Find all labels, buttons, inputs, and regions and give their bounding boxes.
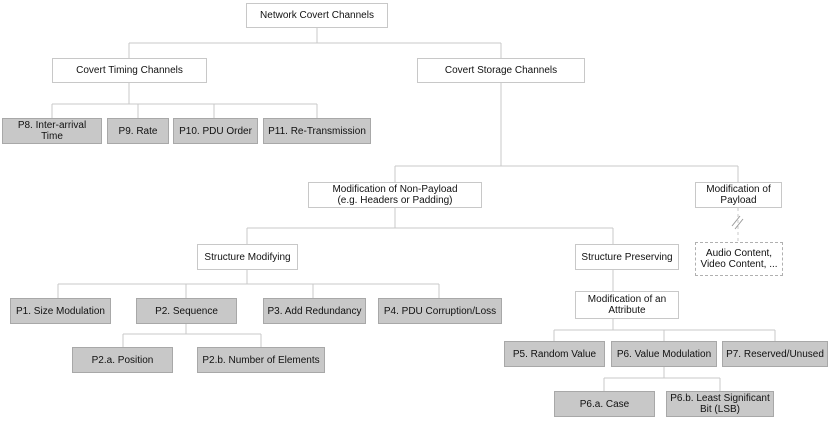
node-label-line2: (e.g. Headers or Padding) xyxy=(337,195,453,206)
node-covert-timing-channels: Covert Timing Channels xyxy=(52,58,207,83)
node-label-line1: Modification of xyxy=(706,184,771,195)
node-label-line2: Bit (LSB) xyxy=(699,404,740,415)
node-label: P10. PDU Order xyxy=(179,125,252,137)
node-label-line2: Attribute xyxy=(608,305,646,316)
node-structure-modifying: Structure Modifying xyxy=(197,244,298,270)
node-label-line2: Video Content, ... xyxy=(700,259,778,270)
node-label: P1. Size Modulation xyxy=(16,305,105,317)
node-label-line1: Audio Content, xyxy=(705,248,773,259)
leaf-p7-reserved-unused: P7. Reserved/Unused xyxy=(722,341,828,367)
leaf-p1-size-modulation: P1. Size Modulation xyxy=(10,298,111,324)
node-label: P11. Re-Transmission xyxy=(268,125,366,137)
node-label-line1: P6.b. Least Significant xyxy=(670,393,770,404)
leaf-p2-sequence: P2. Sequence xyxy=(136,298,237,324)
node-label-line1: Modification of Non-Payload xyxy=(332,184,458,195)
node-label: Network Covert Channels xyxy=(260,10,374,21)
leaf-p6-value-modulation: P6. Value Modulation xyxy=(611,341,717,367)
node-label: Covert Storage Channels xyxy=(444,65,558,76)
node-label: P8. Inter-arrival Time xyxy=(17,120,87,142)
leaf-p9-rate: P9. Rate xyxy=(107,118,169,144)
node-network-covert-channels: Network Covert Channels xyxy=(246,3,388,28)
node-structure-preserving: Structure Preserving xyxy=(575,244,679,270)
leaf-p5-random-value: P5. Random Value xyxy=(504,341,605,367)
node-label: P7. Reserved/Unused xyxy=(726,348,824,360)
leaf-p3-add-redundancy: P3. Add Redundancy xyxy=(263,298,366,324)
node-modification-of-non-payload: Modification of Non-Payload (e.g. Header… xyxy=(308,182,482,208)
leaf-p2b-number-of-elements: P2.b. Number of Elements xyxy=(197,347,325,373)
node-label: Structure Modifying xyxy=(204,251,291,263)
node-label: P4. PDU Corruption/Loss xyxy=(383,305,497,317)
node-label: P5. Random Value xyxy=(512,348,597,360)
node-payload-content: Audio Content, Video Content, ... xyxy=(695,242,783,276)
node-label: Structure Preserving xyxy=(581,251,673,263)
leaf-p2a-position: P2.a. Position xyxy=(72,347,173,373)
node-modification-of-payload: Modification of Payload xyxy=(695,182,782,208)
leaf-p11-re-transmission: P11. Re-Transmission xyxy=(263,118,371,144)
node-label: P2.b. Number of Elements xyxy=(202,354,320,366)
leaf-p4-pdu-corruption-loss: P4. PDU Corruption/Loss xyxy=(378,298,502,324)
leaf-p6a-case: P6.a. Case xyxy=(554,391,655,417)
node-label: Covert Timing Channels xyxy=(76,65,183,76)
node-label-line1: Modification of an xyxy=(587,294,667,305)
node-label: P6. Value Modulation xyxy=(616,348,712,360)
node-label: P2.a. Position xyxy=(91,354,154,366)
node-covert-storage-channels: Covert Storage Channels xyxy=(417,58,585,83)
node-label: P3. Add Redundancy xyxy=(267,305,362,317)
leaf-p10-pdu-order: P10. PDU Order xyxy=(173,118,258,144)
node-label: P6.a. Case xyxy=(579,398,630,410)
node-modification-of-an-attribute: Modification of an Attribute xyxy=(575,291,679,319)
leaf-p6b-least-significant-bit: P6.b. Least Significant Bit (LSB) xyxy=(666,391,774,417)
leaf-p8-inter-arrival-time: P8. Inter-arrival Time xyxy=(2,118,102,144)
node-label: P2. Sequence xyxy=(155,305,218,317)
node-label: P9. Rate xyxy=(118,125,158,137)
node-label-line2: Payload xyxy=(720,195,757,206)
